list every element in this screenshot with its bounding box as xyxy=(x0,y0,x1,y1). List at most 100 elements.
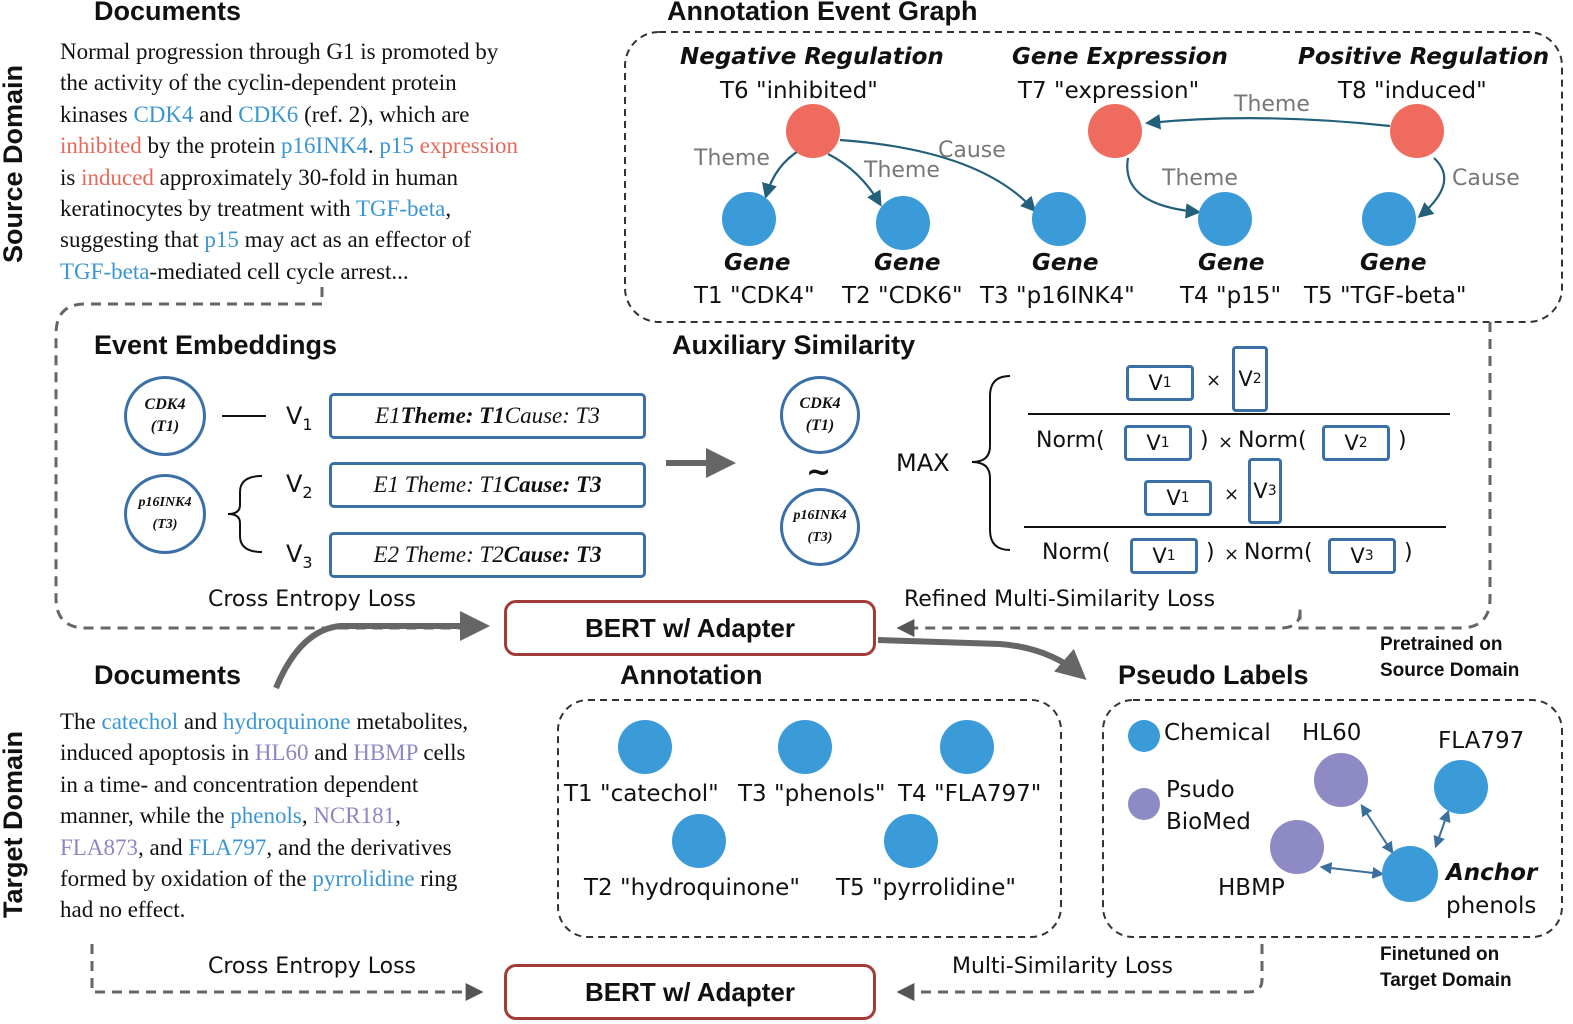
entity-mention: HL60 xyxy=(254,740,309,766)
pl-label-hbmp: HBMP xyxy=(1218,875,1285,901)
annotation-node-t4 xyxy=(940,720,994,774)
entity-mention: p15 xyxy=(379,133,414,159)
doc-to-bert-arrow xyxy=(273,611,490,690)
doc-line: Normal progression through G1 is promote… xyxy=(60,36,600,67)
gene-type: Gene xyxy=(1198,250,1265,276)
gene-node-t1 xyxy=(722,192,776,246)
target-document-text: The catechol and hydroquinone metabolite… xyxy=(60,706,560,926)
gene-label-t3: T3 "p16INK4" xyxy=(980,283,1135,309)
edge-label-theme: Theme xyxy=(864,158,940,183)
gene-node-t4 xyxy=(1198,192,1252,246)
doc-text: , xyxy=(301,803,314,829)
doc-line: keratinocytes by treatment with TGF-beta… xyxy=(60,193,600,224)
doc-text: and xyxy=(308,740,354,766)
pseudo-labels-title: Pseudo Labels xyxy=(1118,660,1309,690)
doc-text: and xyxy=(178,709,223,734)
doc-text: the activity of the cyclin-dependent pro… xyxy=(60,70,457,96)
norm-open: Norm( xyxy=(1238,428,1307,453)
doc-text: ring xyxy=(414,866,458,892)
annotation-label-t4: T4 "FLA797" xyxy=(898,781,1042,807)
target-cross-entropy-label: Cross Entropy Loss xyxy=(208,954,417,979)
target-documents-title: Documents xyxy=(94,660,242,690)
doc-text: , xyxy=(395,803,401,829)
event-label-t7: T7 "expression" xyxy=(1018,78,1200,104)
vector-label-v1: V1 xyxy=(286,402,313,434)
entity-mention: TGF-beta xyxy=(60,258,150,284)
entity-mention: inhibited xyxy=(60,133,142,159)
entity-mention: CDK4 xyxy=(133,101,194,127)
event-embeddings-title: Event Embeddings xyxy=(94,330,338,360)
entity-circle-cdk4: CDK4 (T1) xyxy=(124,376,206,456)
doc-text: , xyxy=(445,196,452,222)
times-sign: × xyxy=(1206,370,1222,391)
doc-text: , and xyxy=(137,834,189,860)
times-sign: × xyxy=(1218,432,1234,453)
similarity-circle-p16ink4: p16INK4(T3) xyxy=(780,488,860,566)
annotation-frame xyxy=(557,699,1062,938)
entity-mention: phenols xyxy=(230,803,302,829)
entity-mention: FLA797 xyxy=(188,834,267,860)
doc-line: formed by oxidation of the pyrrolidine r… xyxy=(60,863,560,894)
doc-text: induced apoptosis in xyxy=(60,740,255,766)
gene-type: Gene xyxy=(1360,250,1427,276)
gene-label-t4: T4 "p15" xyxy=(1180,283,1282,309)
doc-text: formed by oxidation of the xyxy=(60,866,313,892)
similarity-circle-cdk4: CDK4(T1) xyxy=(780,376,860,454)
norm-close: ) xyxy=(1200,428,1209,453)
doc-line: The catechol and hydroquinone metabolite… xyxy=(60,706,560,737)
gene-type: Gene xyxy=(874,250,941,276)
doc-text: is xyxy=(60,164,82,190)
doc-text: -mediated cell cycle arrest... xyxy=(149,258,409,284)
event-node-t8 xyxy=(1390,104,1444,158)
entity-mention: CDK6 xyxy=(238,101,299,127)
pseudo-labels-frame xyxy=(1102,699,1563,938)
target-multi-similarity-label: Multi-Similarity Loss xyxy=(952,954,1173,979)
annotation-label-t2: T2 "hydroquinone" xyxy=(584,875,800,901)
annotation-node-t3 xyxy=(778,720,832,774)
doc-text: kinases xyxy=(60,101,134,127)
entity-circle-p16ink4: p16INK4 (T3) xyxy=(124,474,206,554)
edge-label-theme: Theme xyxy=(1234,92,1310,117)
pl-node-hl60 xyxy=(1314,753,1368,807)
event-graph-frame xyxy=(624,31,1563,323)
auxiliary-similarity-title: Auxiliary Similarity xyxy=(672,330,916,360)
pl-label-anchor: Anchor xyxy=(1446,860,1538,886)
doc-line: inhibited by the protein p16INK4. p15 ex… xyxy=(60,130,600,161)
gene-label-t1: T1 "CDK4" xyxy=(694,283,815,309)
target-bert-box: BERT w/ Adapter xyxy=(504,964,876,1020)
doc-text: . xyxy=(367,133,380,159)
event-node-t6 xyxy=(786,104,840,158)
times-sign: × xyxy=(1224,544,1240,565)
doc-line: suggesting that p15 may act as an effect… xyxy=(60,224,600,255)
annotation-label-t5: T5 "pyrrolidine" xyxy=(836,875,1016,901)
norm-close: ) xyxy=(1404,540,1413,565)
edge-label-cause: Cause xyxy=(938,138,1006,163)
doc-text: , and the derivatives xyxy=(266,834,452,860)
doc-line: manner, while the phenols, NCR181, xyxy=(60,800,560,831)
event-label-t8: T8 "induced" xyxy=(1338,78,1487,104)
gene-node-t2 xyxy=(876,196,930,250)
legend-chemical-dot xyxy=(1128,720,1160,752)
gene-type: Gene xyxy=(1032,250,1099,276)
doc-text: suggesting that xyxy=(60,227,205,253)
entity-mention: FLA873 xyxy=(60,834,138,860)
doc-line: had no effect. xyxy=(60,894,560,925)
annotation-node-t5 xyxy=(884,814,938,868)
target-ms-path xyxy=(896,944,1264,1001)
legend-psudo-dot xyxy=(1128,788,1160,820)
doc-line: in a time- and concentration dependent xyxy=(60,769,560,800)
entity-id: (T3) xyxy=(152,517,178,532)
similarity-tilde: ~ xyxy=(806,455,831,490)
doc-line: kinases CDK4 and CDK6 (ref. 2), which ar… xyxy=(60,99,600,130)
entity-id: (T1) xyxy=(150,418,180,435)
gene-label-t5: T5 "TGF-beta" xyxy=(1304,283,1467,309)
entity-name: CDK4 xyxy=(144,396,186,413)
norm-close: ) xyxy=(1206,540,1215,565)
norm-open: Norm( xyxy=(1042,540,1111,565)
